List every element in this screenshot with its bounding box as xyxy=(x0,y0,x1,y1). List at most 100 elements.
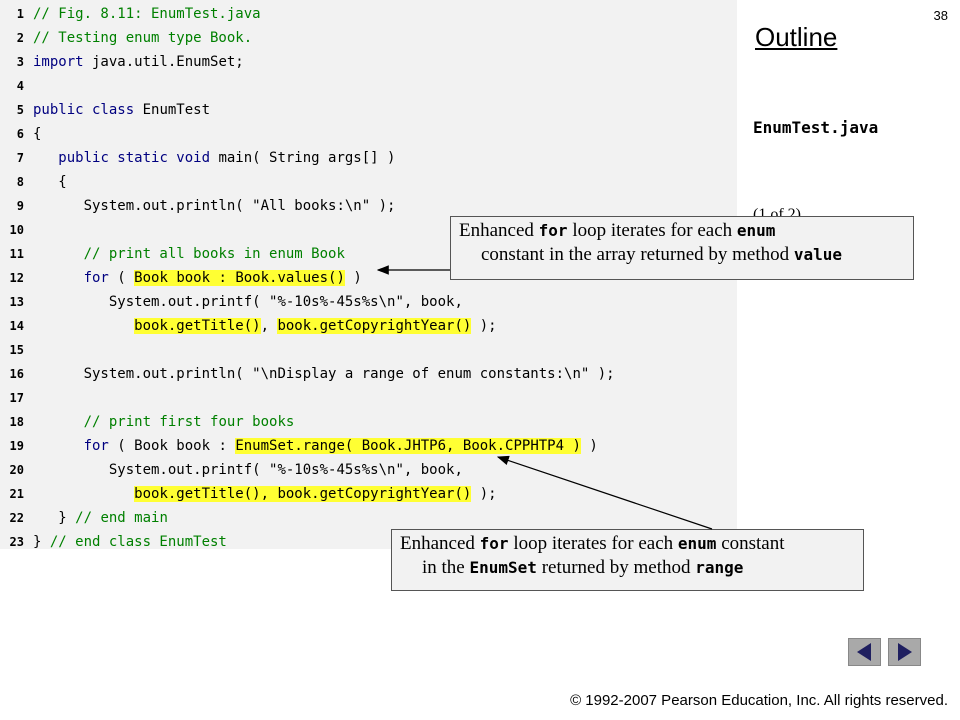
callout-text: constant in the array returned by method xyxy=(481,244,794,265)
code-token: EnumTest xyxy=(134,102,211,118)
code-token: main( String args[] ) xyxy=(210,150,396,166)
code-text: for ( Book book : Book.values() ) xyxy=(33,266,362,290)
copyright-notice: © 1992-2007 Pearson Education, Inc. All … xyxy=(570,692,948,709)
line-number: 5 xyxy=(16,103,24,117)
callout-line: Enhanced for loop iterates for each enum xyxy=(459,219,905,243)
code-token: ) xyxy=(580,438,598,454)
code-text: public class EnumTest xyxy=(33,98,210,122)
code-text: } // end class EnumTest xyxy=(33,530,227,554)
outline-title: Outline xyxy=(755,22,838,52)
code-text: { xyxy=(33,122,41,146)
line-number: 6 xyxy=(16,127,24,141)
callout-values-loop: Enhanced for loop iterates for each enum… xyxy=(450,216,914,280)
code-token: System.out.printf( xyxy=(33,462,270,478)
code-token xyxy=(33,438,84,454)
code-token: { xyxy=(33,174,67,190)
code-keyword: import xyxy=(33,54,84,70)
line-number: 11 xyxy=(9,247,24,261)
code-comment: // end main xyxy=(75,510,168,526)
code-token: ( Book book : xyxy=(108,438,236,454)
callout-code: value xyxy=(793,245,843,264)
code-token: "\nDisplay a range of enum constants:\n" xyxy=(252,366,590,382)
line-number: 8 xyxy=(16,175,24,189)
callout-code: for xyxy=(538,221,568,240)
code-token: , xyxy=(260,318,278,334)
callout-code: for xyxy=(479,534,509,553)
line-number: 2 xyxy=(16,31,24,45)
code-token xyxy=(33,150,58,166)
line-number: 9 xyxy=(16,199,24,213)
callout-line: constant in the array returned by method… xyxy=(459,243,905,267)
callout-text: constant xyxy=(716,533,785,554)
line-number: 20 xyxy=(9,463,24,477)
file-name: EnumTest.java xyxy=(753,118,879,137)
triangle-left-icon xyxy=(857,643,871,661)
code-token: System.out.println( xyxy=(33,366,253,382)
code-text: for ( Book book : EnumSet.range( Book.JH… xyxy=(33,434,598,458)
code-token: , book, xyxy=(403,462,463,478)
code-token xyxy=(33,486,134,502)
code-token: ); xyxy=(589,366,615,382)
code-token: } xyxy=(33,510,76,526)
next-slide-button[interactable] xyxy=(888,638,921,666)
code-token: ); xyxy=(370,198,396,214)
code-highlight: book.getTitle(), book.getCopyrightYear() xyxy=(134,486,472,502)
code-text: System.out.printf( "%-10s%-45s%s\n", boo… xyxy=(33,458,463,482)
code-token: ); xyxy=(471,318,497,334)
code-comment: // Testing enum type Book. xyxy=(33,30,253,46)
triangle-right-icon xyxy=(898,643,912,661)
code-token xyxy=(33,318,134,334)
callout-text: returned by method xyxy=(536,557,696,578)
line-number: 19 xyxy=(9,439,24,453)
callout-line: Enhanced for loop iterates for each enum… xyxy=(400,532,855,556)
callout-text: in the xyxy=(422,557,470,578)
code-text: // print all books in enum Book xyxy=(33,242,345,266)
line-number: 12 xyxy=(9,271,24,285)
code-token xyxy=(33,270,84,286)
line-number: 1 xyxy=(16,7,24,21)
code-token: ( xyxy=(108,270,135,286)
code-text: System.out.println( "\nDisplay a range o… xyxy=(33,362,615,386)
code-text: } // end main xyxy=(33,506,168,530)
code-token xyxy=(33,414,84,430)
code-token: , book, xyxy=(403,294,463,310)
line-number: 7 xyxy=(16,151,24,165)
code-text: // Testing enum type Book. xyxy=(33,26,252,50)
code-keyword: for xyxy=(83,270,109,286)
code-comment: // end class EnumTest xyxy=(49,534,227,550)
code-text: import java.util.EnumSet; xyxy=(33,50,244,74)
code-token: "%-10s%-45s%s\n" xyxy=(269,462,404,478)
line-number: 4 xyxy=(16,79,24,93)
line-number: 3 xyxy=(16,55,24,69)
line-number: 16 xyxy=(9,367,24,381)
code-text: { xyxy=(33,170,67,194)
code-token: { xyxy=(33,126,42,142)
code-keyword: public class xyxy=(33,102,135,118)
code-text: book.getTitle(), book.getCopyrightYear()… xyxy=(33,314,497,338)
code-token: System.out.println( xyxy=(33,198,253,214)
line-number: 21 xyxy=(9,487,24,501)
code-token: "All books:\n" xyxy=(252,198,371,214)
code-text: // Fig. 8.11: EnumTest.java xyxy=(33,2,261,26)
callout-code: EnumSet xyxy=(469,558,537,577)
code-token: java.util.EnumSet; xyxy=(83,54,244,70)
code-text: System.out.println( "All books:\n" ); xyxy=(33,194,396,218)
callout-line: in the EnumSet returned by method range xyxy=(400,556,855,580)
code-text: // print first four books xyxy=(33,410,295,434)
code-token: } xyxy=(33,534,50,550)
callout-code: enum xyxy=(736,221,776,240)
callout-range-loop: Enhanced for loop iterates for each enum… xyxy=(391,529,864,591)
code-comment: // print first four books xyxy=(83,414,295,430)
code-highlight: book.getCopyrightYear() xyxy=(277,318,472,334)
callout-text: Enhanced xyxy=(459,220,539,241)
line-number: 15 xyxy=(9,343,24,357)
code-token: System.out.printf( xyxy=(33,294,270,310)
code-keyword: for xyxy=(83,438,109,454)
callout-text: Enhanced xyxy=(400,533,480,554)
code-token: ); xyxy=(471,486,497,502)
code-keyword: public static void xyxy=(58,150,211,166)
previous-slide-button[interactable] xyxy=(848,638,881,666)
code-text: System.out.printf( "%-10s%-45s%s\n", boo… xyxy=(33,290,463,314)
code-text: book.getTitle(), book.getCopyrightYear()… xyxy=(33,482,497,506)
callout-code: range xyxy=(695,558,744,577)
